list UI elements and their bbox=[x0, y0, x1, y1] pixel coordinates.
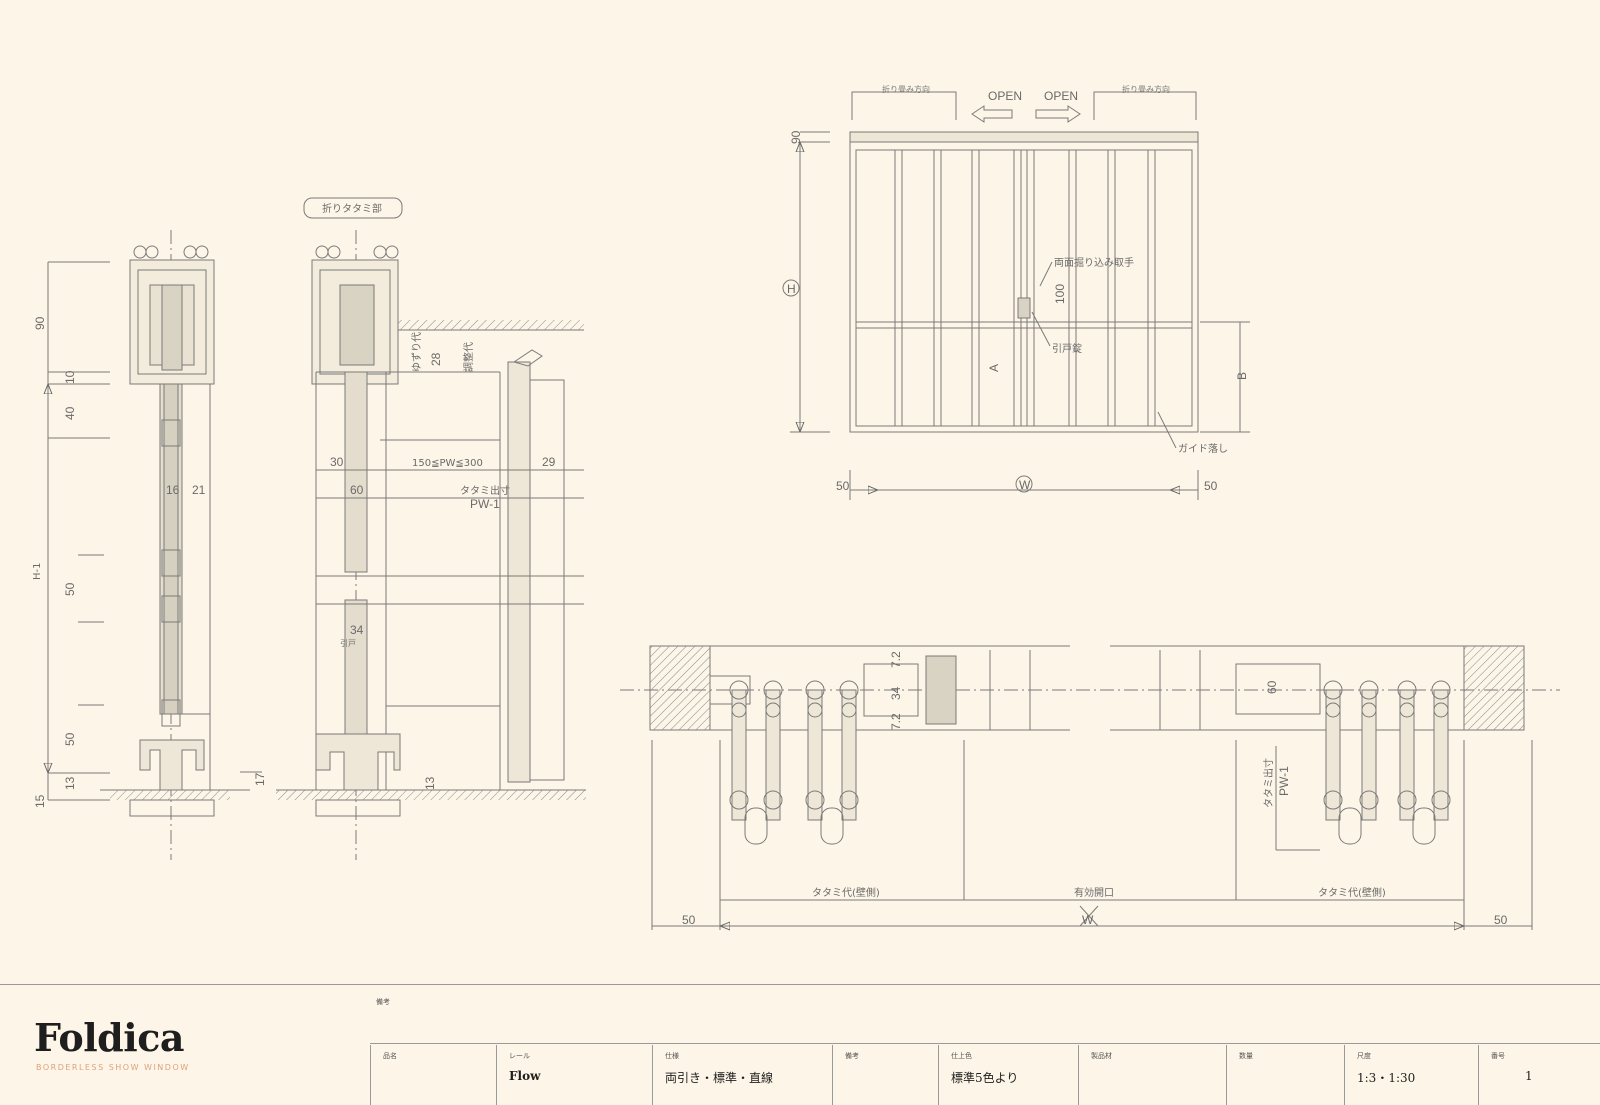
tb-label: 仕様 bbox=[665, 1052, 679, 1060]
tb-label: 品名 bbox=[383, 1052, 397, 1060]
dim-28: 28 bbox=[429, 352, 443, 366]
dim-h-front: H bbox=[787, 282, 796, 296]
tb-label: 仕上色 bbox=[951, 1052, 972, 1060]
brand-logo: Foldica bbox=[34, 1015, 184, 1060]
tb-value: Flow bbox=[509, 1069, 541, 1083]
label-a: A bbox=[987, 364, 1001, 372]
dim-17: 17 bbox=[253, 772, 267, 786]
tb-cell-spec: 仕様 両引き・標準・直線 bbox=[652, 1045, 833, 1105]
note-handle: 両面掘り込み取手 bbox=[1054, 256, 1134, 269]
note-door: 引戸 bbox=[340, 639, 356, 648]
dim-pw-range: 150≦PW≦300 bbox=[412, 458, 483, 469]
dim-50a: 50 bbox=[63, 582, 77, 596]
dim-50-right-plan: 50 bbox=[1494, 913, 1508, 927]
plan-pw-label: PW-1 bbox=[1277, 766, 1291, 796]
label-b: B bbox=[1235, 372, 1249, 380]
plan-pw-note: タタミ出寸 bbox=[1262, 758, 1275, 808]
stack-right-label: 折り畳み方向 bbox=[1122, 84, 1170, 94]
tb-label: レール bbox=[509, 1052, 530, 1060]
tb-value: 1:3・1:30 bbox=[1357, 1071, 1416, 1085]
dim-60: 60 bbox=[350, 483, 364, 497]
tb-cell-product: 品名 bbox=[370, 1045, 497, 1105]
tb-label: 製品材 bbox=[1091, 1052, 1112, 1060]
stack-left: タタミ代(壁側) bbox=[812, 886, 880, 899]
note-h1: H-1 bbox=[32, 563, 43, 581]
dim-34: 34 bbox=[350, 623, 364, 637]
effective-opening: 有効開口 bbox=[1074, 886, 1114, 899]
dim-7-2-bottom: 7.2 bbox=[889, 713, 903, 730]
tb-value: 標準5色より bbox=[951, 1071, 1019, 1085]
dim-21: 21 bbox=[192, 483, 206, 497]
note-lock: 引戸錠 bbox=[1052, 342, 1082, 355]
tb-label: 尺度 bbox=[1357, 1052, 1371, 1060]
tb-cell-rail: レール Flow bbox=[496, 1045, 653, 1105]
dim-w-plan: W bbox=[1082, 913, 1094, 927]
dim-16: 16 bbox=[166, 483, 180, 497]
tb-cell-scale: 尺度 1:3・1:30 bbox=[1344, 1045, 1479, 1105]
dim-90: 90 bbox=[33, 316, 47, 330]
tb-cell-note: 備考 bbox=[832, 1045, 939, 1105]
tb-label: 数量 bbox=[1239, 1052, 1253, 1060]
dim-60-plan: 60 bbox=[1265, 680, 1279, 694]
dim-90-front: 90 bbox=[789, 130, 803, 144]
tb-cell-number: 番号 1 bbox=[1478, 1045, 1600, 1105]
plan-section bbox=[620, 645, 1560, 930]
dim-30: 30 bbox=[330, 455, 344, 469]
title-block-divider bbox=[370, 1043, 1600, 1044]
note-chosei: 調整代 bbox=[462, 342, 475, 372]
dim-50b: 50 bbox=[63, 732, 77, 746]
dim-100: 100 bbox=[1053, 284, 1067, 304]
tb-cell-qty: 数量 bbox=[1226, 1045, 1345, 1105]
title-block: Foldica BORDERLESS SHOW WINDOW 備考 品名 レール… bbox=[0, 984, 1600, 1105]
dim-13m: 13 bbox=[423, 776, 437, 790]
tb-value: 1 bbox=[1525, 1069, 1533, 1083]
label-pw1: PW-1 bbox=[470, 497, 500, 511]
dim-50-left-front: 50 bbox=[836, 479, 850, 493]
note-yuzuri: ゆずり代 bbox=[411, 332, 423, 372]
technical-drawing: 90 10 40 50 50 13 15 16 21 H-1 bbox=[32, 84, 1560, 984]
dim-w-front: W bbox=[1019, 478, 1031, 492]
dim-50-right-front: 50 bbox=[1204, 479, 1218, 493]
tb-value: 両引き・標準・直線 bbox=[665, 1071, 774, 1085]
side-section-middle-dims: 折りタタミ部 28 30 60 150≦PW≦300 29 34 13 17 ゆ… bbox=[253, 202, 556, 790]
dim-50-left-plan: 50 bbox=[682, 913, 696, 927]
dim-40: 40 bbox=[63, 406, 77, 420]
stack-left-label: 折り畳み方向 bbox=[882, 84, 930, 94]
label-folding-part: 折りタタミ部 bbox=[322, 202, 382, 215]
dim-34-plan: 34 bbox=[889, 686, 903, 700]
tb-label: 番号 bbox=[1491, 1052, 1505, 1060]
open-left-label: OPEN bbox=[988, 89, 1022, 103]
dim-15: 15 bbox=[33, 794, 47, 808]
tb-label: 備考 bbox=[845, 1052, 859, 1060]
stack-right: タタミ代(壁側) bbox=[1318, 886, 1386, 899]
front-elevation-labels: OPEN OPEN 折り畳み方向 折り畳み方向 90 H W 50 50 100… bbox=[787, 84, 1249, 493]
dim-29: 29 bbox=[542, 455, 556, 469]
note-pw: タタミ出寸 bbox=[460, 484, 510, 497]
brand-tagline: BORDERLESS SHOW WINDOW bbox=[36, 1063, 190, 1072]
tb-cell-finish: 仕上色 標準5色より bbox=[938, 1045, 1079, 1105]
tb-cell-material: 製品材 bbox=[1078, 1045, 1227, 1105]
note-guide: ガイド落し bbox=[1178, 443, 1228, 455]
side-section-left bbox=[48, 230, 262, 860]
plan-section-labels: 7.2 34 7.2 60 タタミ代(壁側) 有効開口 タタミ代(壁側) タタミ… bbox=[682, 651, 1508, 927]
side-section-middle bbox=[276, 197, 586, 860]
side-section-left-dims: 90 10 40 50 50 13 15 16 21 H-1 bbox=[32, 316, 206, 808]
dim-10: 10 bbox=[63, 370, 77, 384]
dim-7-2-top: 7.2 bbox=[889, 651, 903, 668]
remarks-label: 備考 bbox=[376, 998, 390, 1006]
open-right-label: OPEN bbox=[1044, 89, 1078, 103]
dim-13: 13 bbox=[63, 776, 77, 790]
front-elevation bbox=[782, 91, 1250, 500]
